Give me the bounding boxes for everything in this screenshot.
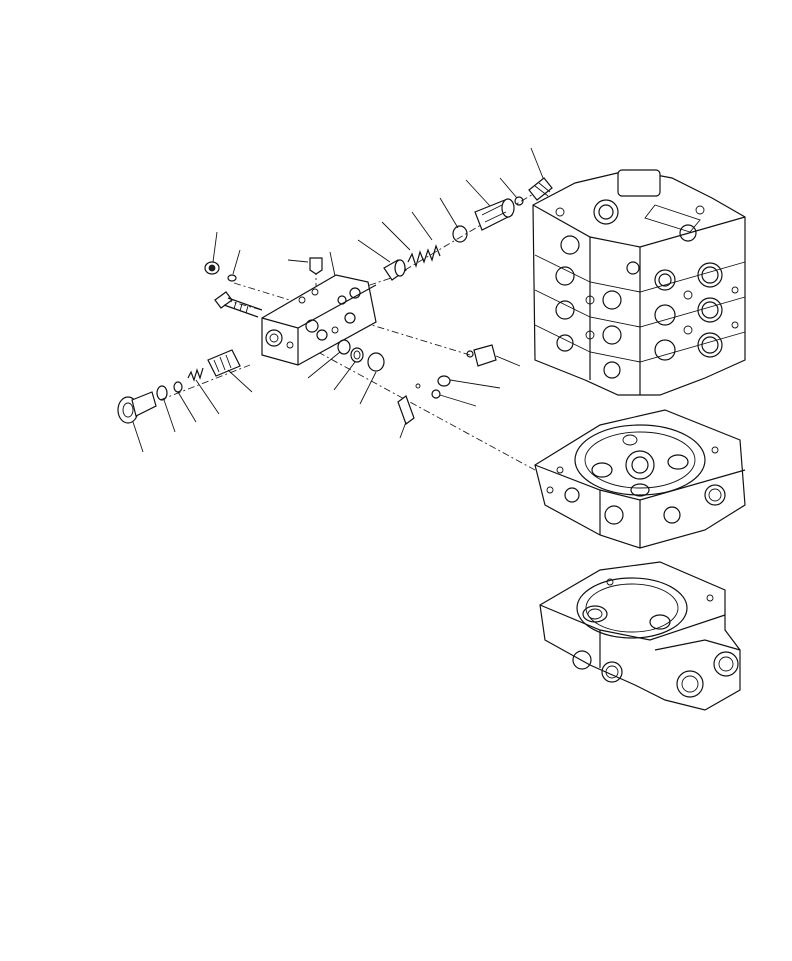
leader-line bbox=[411, 211, 433, 241]
leader-line bbox=[333, 361, 356, 391]
spring bbox=[407, 244, 441, 269]
check-valve bbox=[207, 349, 241, 377]
spring bbox=[187, 367, 204, 382]
leader-line bbox=[399, 421, 407, 439]
leader-line bbox=[307, 351, 341, 379]
valve-end-cover bbox=[539, 561, 741, 711]
leader-line bbox=[499, 177, 518, 199]
o-ring bbox=[337, 339, 351, 355]
leader-line bbox=[465, 179, 491, 207]
leader-line bbox=[449, 379, 501, 389]
leader-line bbox=[357, 239, 391, 263]
leader-line bbox=[495, 355, 521, 367]
leader-line bbox=[227, 369, 253, 393]
sleeve bbox=[473, 344, 497, 367]
o-ring bbox=[466, 350, 474, 358]
relief-valve-cartridge bbox=[528, 177, 553, 201]
pin bbox=[397, 383, 421, 425]
seat bbox=[474, 198, 515, 231]
leader-line bbox=[163, 399, 176, 433]
o-ring bbox=[173, 381, 183, 393]
plug bbox=[309, 257, 323, 275]
o-ring bbox=[431, 389, 441, 399]
relief-valve-cartridge bbox=[117, 391, 157, 424]
poppet bbox=[383, 259, 407, 281]
o-ring bbox=[227, 274, 237, 282]
o-ring bbox=[514, 196, 524, 206]
leader-line bbox=[439, 394, 477, 407]
o-ring bbox=[452, 225, 468, 243]
o-ring bbox=[367, 352, 385, 372]
leader-line bbox=[329, 251, 336, 277]
leader-line bbox=[381, 221, 411, 251]
o-ring bbox=[437, 375, 451, 387]
leader-line bbox=[195, 379, 220, 415]
plug bbox=[204, 261, 220, 275]
leader-line bbox=[530, 147, 544, 179]
leader-line bbox=[359, 371, 377, 405]
leader-line bbox=[287, 259, 309, 263]
leader-lines bbox=[132, 147, 544, 453]
manifold-block bbox=[261, 274, 377, 366]
leader-line bbox=[439, 197, 459, 229]
leader-line bbox=[232, 249, 241, 275]
valve-section bbox=[534, 409, 746, 549]
leader-line bbox=[212, 231, 218, 263]
valve-body-stack bbox=[532, 169, 746, 396]
sleeve bbox=[350, 347, 364, 363]
leader-line bbox=[132, 421, 144, 453]
bolt bbox=[214, 291, 263, 318]
o-ring bbox=[156, 385, 168, 401]
leader-line bbox=[177, 391, 197, 423]
